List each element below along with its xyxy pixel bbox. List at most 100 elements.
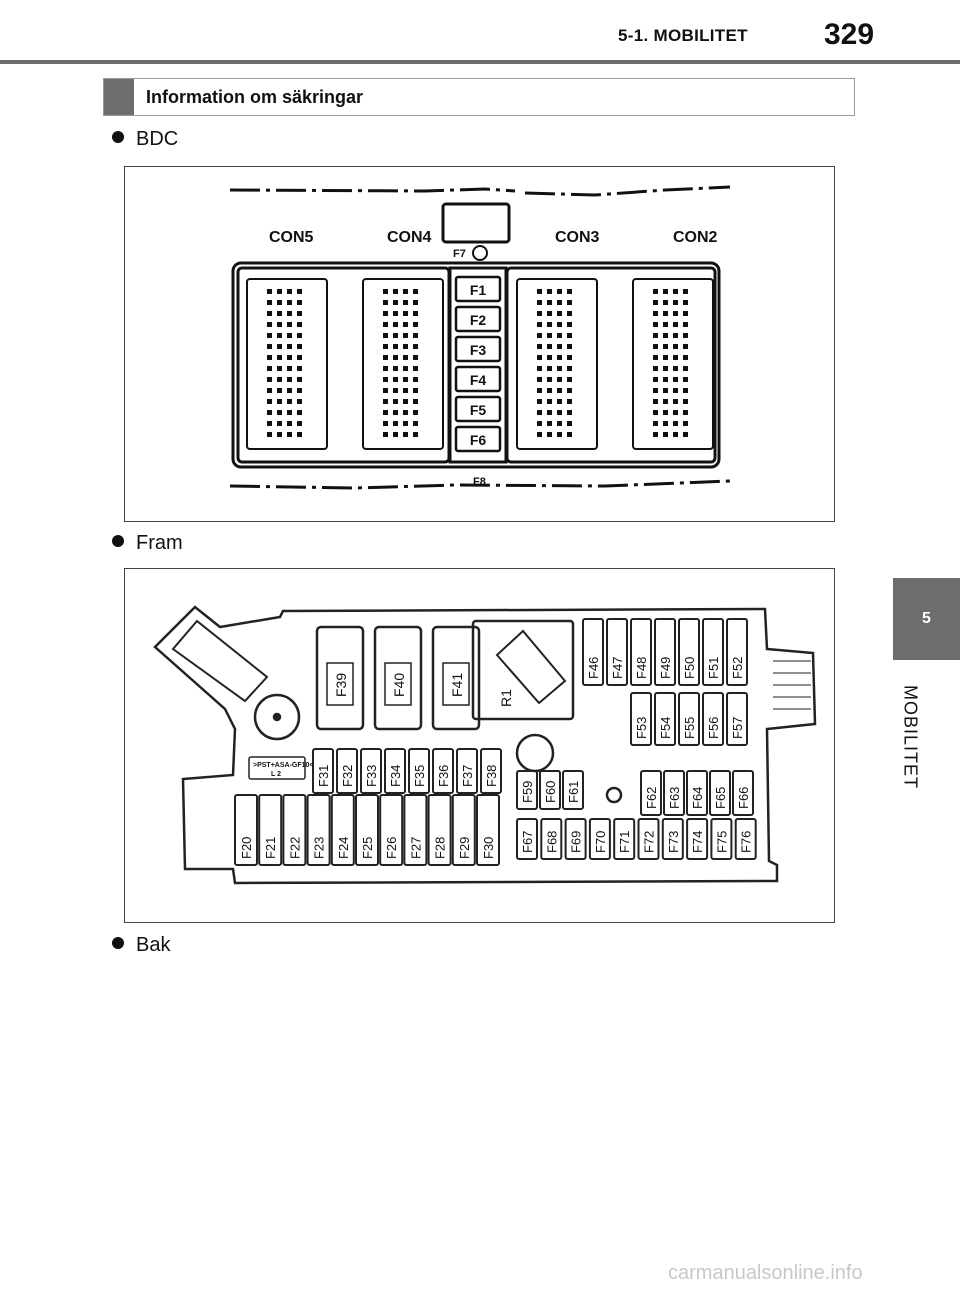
fuse-f50: F50	[678, 618, 700, 686]
bdc-fuse-label: F1	[470, 282, 487, 298]
fuse-f22: F22	[282, 794, 307, 866]
fuse-label: F37	[460, 765, 475, 787]
info-box-title: Information om säkringar	[146, 87, 364, 107]
fuse-label: F71	[617, 831, 632, 853]
bullet-fram-label: Fram	[136, 532, 183, 554]
fuse-label: F61	[566, 781, 581, 803]
fuse-label: F21	[263, 837, 278, 859]
fuse-f75: F75	[710, 818, 733, 860]
fuse-f39: F39	[315, 625, 365, 731]
fuse-f70: F70	[588, 818, 611, 860]
bdc-fuse-label: F4	[470, 372, 487, 388]
bdc-fuse-f1: F1	[454, 275, 502, 303]
fuse-label: F28	[433, 837, 448, 859]
chapter-tab[interactable]: 5	[893, 578, 960, 660]
fuse-f57: F57	[726, 692, 748, 746]
fuse-label: F38	[484, 765, 499, 787]
fuse-label: F67	[520, 831, 535, 853]
fuse-label: F34	[388, 765, 403, 787]
fuse-f62: F62	[640, 770, 662, 816]
page-number: 329	[824, 18, 875, 51]
fuse-f24: F24	[330, 794, 355, 866]
fuse-label: F20	[239, 837, 254, 859]
fuse-label: F27	[408, 837, 423, 859]
f7-label: F7	[453, 248, 466, 260]
fuse-label: F39	[333, 673, 349, 697]
con4-label: CON4	[387, 229, 432, 246]
fuse-label: F66	[736, 787, 751, 809]
relay-r1-label: R1	[498, 689, 514, 707]
fuse-label: F75	[714, 831, 729, 853]
fuse-f65: F65	[709, 770, 731, 816]
fuse-f47: F47	[606, 618, 628, 686]
fuse-f73: F73	[661, 818, 684, 860]
fuse-label: F49	[658, 657, 673, 679]
bullet-fram: Fram	[112, 532, 183, 555]
fuse-label: F30	[481, 837, 496, 859]
fuse-f68: F68	[540, 818, 563, 860]
fuse-f54: F54	[654, 692, 676, 746]
fuse-f28: F28	[427, 794, 452, 866]
fuse-label: F22	[287, 837, 302, 859]
tag-line1: >PST+ASA-GF10<	[253, 762, 314, 769]
fuse-f40: F40	[373, 625, 423, 731]
connector-pin-block	[246, 278, 328, 450]
fuse-label: F41	[449, 673, 465, 697]
fuse-label: F32	[340, 765, 355, 787]
fuse-label: F60	[543, 781, 558, 803]
bullet-bak: Bak	[112, 934, 170, 957]
fuse-label: F69	[569, 831, 584, 853]
ground-symbol-icon	[472, 245, 488, 261]
fuse-f59: F59	[516, 770, 538, 810]
fuse-label: F59	[520, 781, 535, 803]
fuse-label: F29	[457, 837, 472, 859]
fuse-f41: F41	[431, 625, 481, 731]
tag-line2: L 2	[271, 771, 281, 778]
bdc-fuse-f6: F6	[454, 425, 502, 453]
bullet-bdc: BDC	[112, 128, 178, 151]
fuse-label: F23	[312, 837, 327, 859]
fuse-f31: F31	[312, 748, 334, 794]
fuse-f21: F21	[258, 794, 283, 866]
bdc-fuse-f3: F3	[454, 335, 502, 363]
bullet-bdc-label: BDC	[136, 128, 179, 150]
con3-label: CON3	[555, 229, 600, 246]
fuse-label: F51	[706, 657, 721, 679]
fuse-f29: F29	[451, 794, 476, 866]
fuse-f69: F69	[564, 818, 587, 860]
fuse-f46: F46	[582, 618, 604, 686]
fuse-f23: F23	[306, 794, 331, 866]
fuse-f61: F61	[562, 770, 584, 810]
bdc-fuse-f4: F4	[454, 365, 502, 393]
f8-label: F8	[473, 476, 486, 488]
fuse-label: F35	[412, 765, 427, 787]
fuse-label: F25	[360, 837, 375, 859]
fuse-f26: F26	[379, 794, 404, 866]
fuse-f37: F37	[456, 748, 478, 794]
fuse-label: F64	[690, 787, 705, 809]
con2-label: CON2	[673, 229, 718, 246]
bullet-bak-label: Bak	[136, 934, 171, 956]
fuse-label: F40	[391, 673, 407, 697]
fuse-f33: F33	[360, 748, 382, 794]
fuse-label: F65	[713, 787, 728, 809]
fuse-f20: F20	[234, 794, 258, 866]
fuse-f32: F32	[336, 748, 358, 794]
fuse-label: F63	[667, 787, 682, 809]
section-title: 5-1. MOBILITET	[618, 26, 748, 45]
con5-label: CON5	[269, 229, 314, 246]
bdc-fuse-label: F3	[470, 342, 487, 358]
fuse-label: F54	[658, 717, 673, 739]
fuse-f64: F64	[686, 770, 708, 816]
fuse-f66: F66	[732, 770, 754, 816]
bullet-dot-icon	[112, 131, 124, 143]
info-box-bar	[104, 79, 134, 115]
fuse-f55: F55	[678, 692, 700, 746]
bullet-dot-icon	[112, 937, 124, 949]
fuse-f38: F38	[480, 748, 502, 794]
chapter-label-text: MOBILITET	[900, 684, 921, 790]
fuse-label: F31	[316, 765, 331, 787]
fuse-f67: F67	[516, 818, 538, 860]
bdc-fuse-f2: F2	[454, 305, 502, 333]
